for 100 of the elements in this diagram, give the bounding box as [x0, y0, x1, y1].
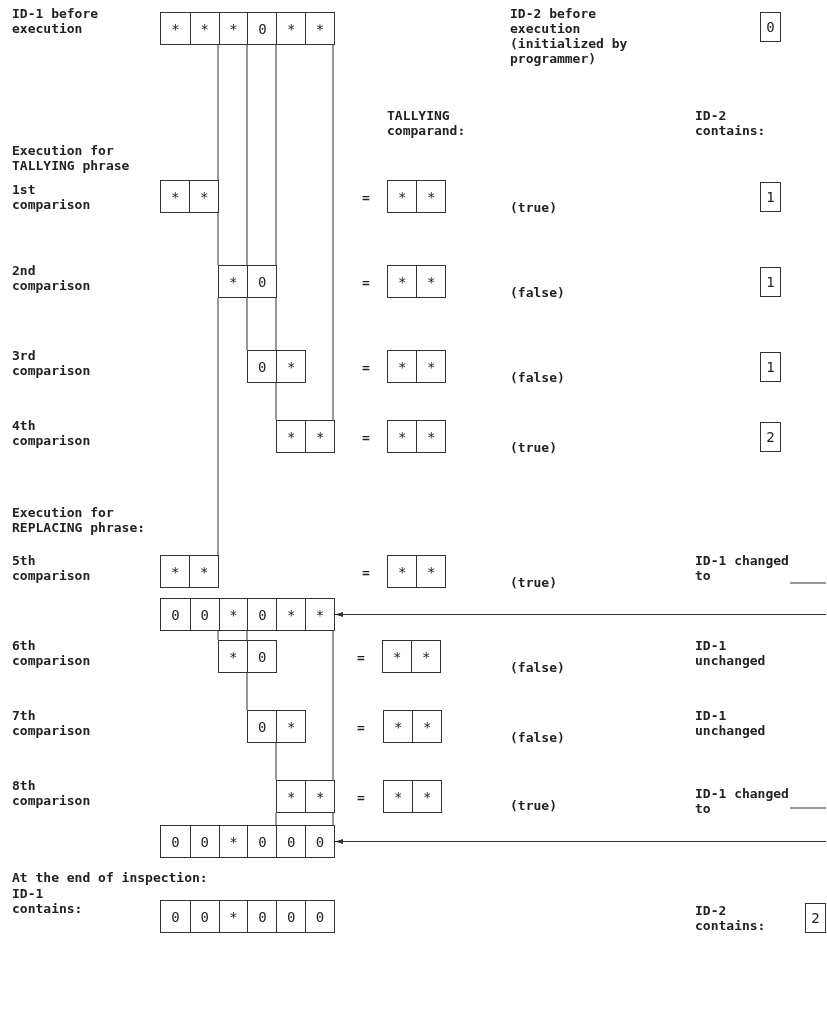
character-box — [276, 780, 335, 813]
character-box — [387, 420, 446, 453]
character-box — [160, 180, 219, 213]
connector-line — [275, 382, 277, 421]
character-cell-text: 0 — [170, 605, 181, 625]
step-label: 3rd comparison — [12, 348, 92, 378]
label: ID-1 before execution — [12, 6, 100, 36]
result-label: (true) — [510, 575, 558, 590]
result-label: (false) — [510, 370, 566, 385]
character-box — [760, 422, 781, 452]
character-box — [760, 12, 781, 42]
character-box — [760, 352, 781, 382]
equals-sign: = — [357, 650, 366, 665]
result-label: (true) — [510, 798, 558, 813]
character-cell: 0 — [276, 826, 306, 857]
character-cell: 0 — [247, 599, 277, 630]
character-cell-text: 2 — [810, 909, 821, 928]
character-cell: * — [218, 13, 248, 44]
character-cell: * — [276, 599, 306, 630]
connector-line — [275, 297, 277, 351]
equals-sign: = — [362, 190, 371, 205]
character-box — [805, 903, 826, 933]
character-cell-text: * — [397, 272, 408, 292]
result-label: (false) — [510, 730, 566, 745]
character-box — [276, 420, 335, 453]
equals-sign: = — [362, 430, 371, 445]
character-box — [760, 182, 781, 212]
character-cell-text: * — [397, 357, 408, 377]
character-box — [247, 350, 306, 383]
character-cell: * — [412, 781, 441, 812]
character-cell-text: 2 — [765, 428, 776, 447]
character-cell: 0 — [276, 901, 306, 932]
character-cell: * — [416, 421, 445, 452]
character-cell: * — [305, 13, 334, 44]
label: ID-2 before execution (initialized by programmer) — [510, 6, 629, 66]
character-cell-text: 0 — [257, 357, 268, 377]
character-cell-text: * — [392, 647, 403, 667]
section-heading: Execution for TALLYING phrase — [12, 143, 131, 173]
character-box — [160, 900, 335, 933]
character-cell: * — [416, 351, 445, 382]
character-cell-text: * — [286, 787, 297, 807]
character-cell-text: * — [170, 19, 181, 39]
character-box — [387, 350, 446, 383]
character-cell: 0 — [247, 901, 277, 932]
result-label: (false) — [510, 660, 566, 675]
character-cell: * — [218, 901, 248, 932]
step-label: 2nd comparison — [12, 263, 92, 293]
character-box — [387, 180, 446, 213]
status-label: ID-1 changed to — [695, 786, 790, 816]
character-cell: * — [276, 351, 305, 382]
arrow — [334, 612, 827, 617]
character-cell-text: * — [170, 187, 181, 207]
character-box — [760, 267, 781, 297]
character-cell: 0 — [189, 901, 219, 932]
connector-line — [332, 44, 334, 421]
character-cell: * — [189, 556, 218, 587]
connector-line — [217, 212, 219, 266]
character-cell-text: * — [397, 562, 408, 582]
section-heading: At the end of inspection: — [12, 870, 209, 885]
step-label: 6th comparison — [12, 638, 92, 668]
connector-line — [217, 630, 219, 641]
step-label: 5th comparison — [12, 553, 92, 583]
character-cell-text: 0 — [257, 717, 268, 737]
character-cell: 0 — [305, 901, 334, 932]
step-label: 4th comparison — [12, 418, 92, 448]
character-box — [218, 265, 277, 298]
character-cell-text: * — [286, 427, 297, 447]
result-label: (false) — [510, 285, 566, 300]
character-cell: 0 — [189, 599, 219, 630]
label: ID-1 contains: — [12, 886, 84, 916]
character-cell-text: * — [228, 272, 239, 292]
character-cell-text: * — [397, 427, 408, 447]
equals-sign: = — [362, 565, 371, 580]
connector-line — [275, 812, 277, 826]
equals-sign: = — [357, 720, 366, 735]
step-label: 7th comparison — [12, 708, 92, 738]
connector-line — [217, 44, 219, 181]
status-label: ID-1 unchanged — [695, 638, 767, 668]
character-cell: * — [189, 181, 218, 212]
character-box — [218, 640, 277, 673]
character-box — [383, 710, 442, 743]
character-cell-text: 1 — [765, 358, 776, 377]
character-cell-text: 1 — [765, 188, 776, 207]
section-heading: Execution for REPLACING phrase: — [12, 505, 147, 535]
character-box — [382, 640, 441, 673]
character-cell-text: * — [393, 717, 404, 737]
character-cell: * — [305, 781, 334, 812]
connector-line — [246, 44, 248, 266]
equals-sign: = — [357, 790, 366, 805]
character-cell-text: 0 — [170, 907, 181, 927]
column-heading: TALLYING comparand: — [387, 108, 467, 138]
step-label: 1st comparison — [12, 182, 92, 212]
character-cell: 0 — [247, 266, 276, 297]
character-cell: * — [416, 181, 445, 212]
character-cell: 0 — [189, 826, 219, 857]
character-cell-text: 0 — [765, 18, 776, 37]
connector-line — [332, 812, 334, 826]
character-cell: * — [189, 13, 219, 44]
character-cell: * — [276, 13, 306, 44]
character-cell: * — [276, 711, 305, 742]
